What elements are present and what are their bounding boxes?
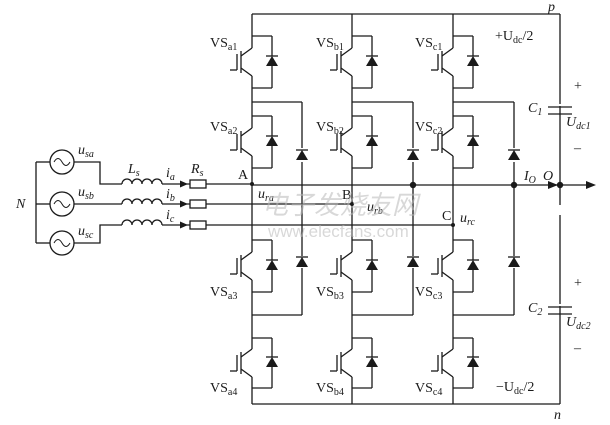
udc2-label: Udc2 [566, 315, 591, 332]
inductor-a [121, 178, 163, 185]
dc-link [252, 13, 572, 405]
switch-b4 [330, 334, 378, 392]
switch-label-c3: VSc3 [415, 285, 442, 302]
ur-c-label: urc [460, 211, 476, 228]
rail-n-label: n [554, 408, 561, 423]
switch-label-a1: VSa1 [210, 36, 237, 53]
c1-minus-sign: – [573, 141, 582, 156]
current-b-label: ib [166, 187, 175, 204]
cap2-label: C2 [528, 301, 542, 318]
rail-p-label: p [547, 0, 555, 15]
dc-minus-bot-label: −Udc/2 [496, 380, 534, 397]
watermark: 电子发烧友网 www.elecfans.com [262, 191, 421, 241]
source-c-label: usc [78, 224, 94, 241]
clamp-diode-lower-c [508, 256, 520, 267]
switch-label-a3: VSa3 [210, 285, 237, 302]
neutral-label: N [15, 197, 26, 212]
source-a [49, 149, 75, 175]
node-dot-o [556, 181, 564, 189]
current-o-label: IO [523, 169, 536, 186]
ac-side [35, 149, 455, 256]
node-o-label: O [543, 169, 553, 184]
inductor-c [121, 219, 163, 226]
switch-a4 [230, 334, 278, 392]
node-dot-1 [409, 181, 417, 189]
source-c [49, 230, 75, 256]
capacitor-c1 [548, 106, 572, 115]
phase-leg-c [431, 14, 520, 404]
dc-plus-top-label: +Udc/2 [495, 29, 533, 46]
c2-minus-sign: – [573, 341, 582, 356]
ur-a-label: ura [258, 187, 274, 204]
switch-c3 [431, 236, 479, 296]
neutral-bus [252, 181, 596, 189]
switch-label-b2: VSb2 [316, 120, 344, 137]
ur-b-label: urb [367, 200, 383, 217]
watermark-cn: 电子发烧友网 [262, 191, 421, 220]
switch-labels: VSa1 VSa2 VSa3 VSa4 VSb1 VSb2 VSb3 VSb4 … [210, 36, 442, 398]
clamp-diode-upper-b [407, 149, 419, 160]
switch-a3 [230, 236, 278, 296]
node-b-label: B [342, 188, 351, 203]
node-a-label: A [238, 168, 249, 183]
switch-c1 [431, 32, 479, 92]
switch-label-c1: VSc1 [415, 36, 442, 53]
resistor-label: Rs [190, 162, 204, 179]
arrow-o [548, 181, 558, 189]
switch-b1 [330, 32, 378, 92]
switch-a2 [230, 112, 278, 172]
switch-label-c2: VSc2 [415, 120, 442, 137]
switch-label-b4: VSb4 [316, 381, 344, 398]
clamp-diode-upper-a [296, 149, 308, 160]
switch-label-a4: VSa4 [210, 381, 237, 398]
udc1-label: Udc1 [566, 115, 591, 132]
c1-plus-sign: + [574, 79, 582, 94]
c2-plus-sign: + [574, 276, 582, 291]
capacitor-c2 [548, 306, 572, 315]
switch-label-a2: VSa2 [210, 120, 237, 137]
switch-b2 [330, 112, 378, 172]
switch-label-b3: VSb3 [316, 285, 344, 302]
source-b-label: usb [78, 185, 94, 202]
source-b [49, 191, 75, 217]
phase-leg-b [330, 14, 419, 404]
switch-label-b1: VSb1 [316, 36, 344, 53]
clamp-diode-lower-a [296, 256, 308, 267]
resistor-c [189, 220, 207, 230]
clamp-diode-upper-c [508, 149, 520, 160]
labels: p n N +Udc/2 −Udc/2 + – + – C1 C2 Udc1 U… [15, 0, 591, 423]
resistor-b [189, 199, 207, 209]
switch-a1 [230, 32, 278, 92]
switch-c2 [431, 112, 479, 172]
switch-c4 [431, 334, 479, 392]
arrow-o-end [586, 181, 596, 189]
inductor-label: Ls [127, 162, 140, 179]
watermark-url: www.elecfans.com [267, 222, 409, 241]
node-dot-2 [510, 181, 518, 189]
source-a-label: usa [78, 143, 94, 160]
cap1-label: C1 [528, 101, 542, 118]
current-c-label: ic [166, 208, 175, 225]
node-c-label: C [442, 209, 451, 224]
clamp-diode-lower-b [407, 256, 419, 267]
current-a-label: ia [166, 166, 175, 183]
switch-label-c4: VSc4 [415, 381, 442, 398]
resistor-a [189, 179, 207, 189]
switch-b3 [330, 236, 378, 296]
inductor-b [121, 198, 163, 205]
